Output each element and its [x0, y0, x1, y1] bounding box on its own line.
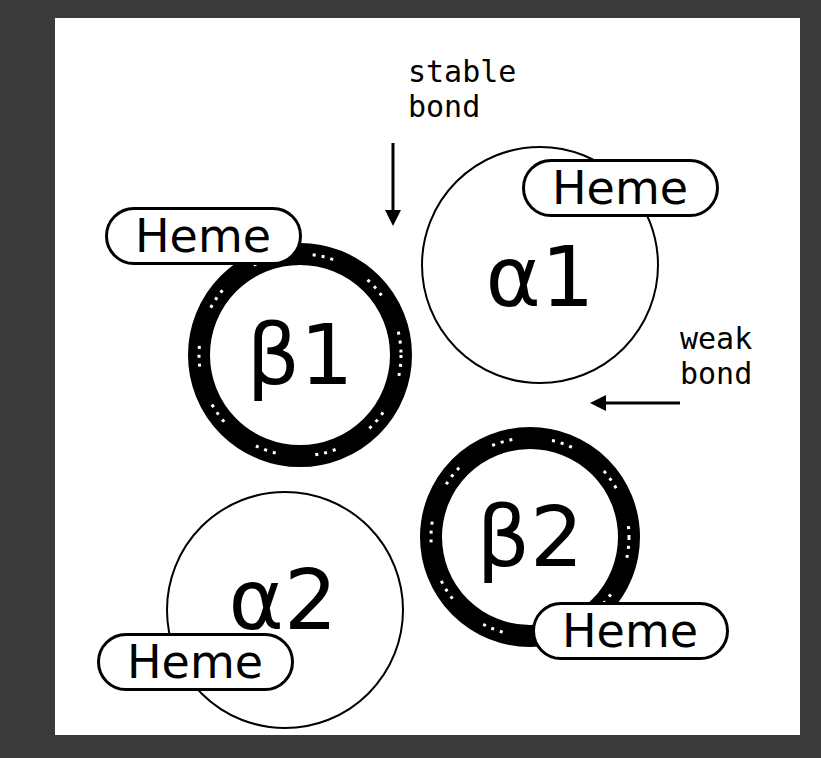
arrow-head [385, 210, 401, 226]
heme-oval: Heme [532, 602, 729, 660]
bond-label: weak bond [680, 322, 810, 391]
heme-oval: Heme [522, 159, 719, 217]
subunit-circle: α2 [165, 490, 405, 730]
bond-label: stable bond [408, 55, 548, 124]
stable-bond-arrow [392, 143, 395, 212]
subunit-name: α1 [486, 235, 595, 319]
heme-label: Heme [552, 165, 688, 211]
subunit-name: β1 [246, 313, 353, 397]
weak-bond-arrow [604, 402, 680, 405]
subunit-name: α2 [229, 558, 338, 642]
heme-label: Heme [127, 639, 263, 685]
arrow-head [590, 395, 606, 411]
subunit-circle: β1 [186, 241, 414, 469]
heme-label: Heme [562, 608, 698, 654]
heme-oval: Heme [105, 207, 302, 265]
heme-oval: Heme [97, 633, 294, 691]
subunit-name: β2 [476, 495, 583, 579]
heme-label: Heme [135, 213, 271, 259]
